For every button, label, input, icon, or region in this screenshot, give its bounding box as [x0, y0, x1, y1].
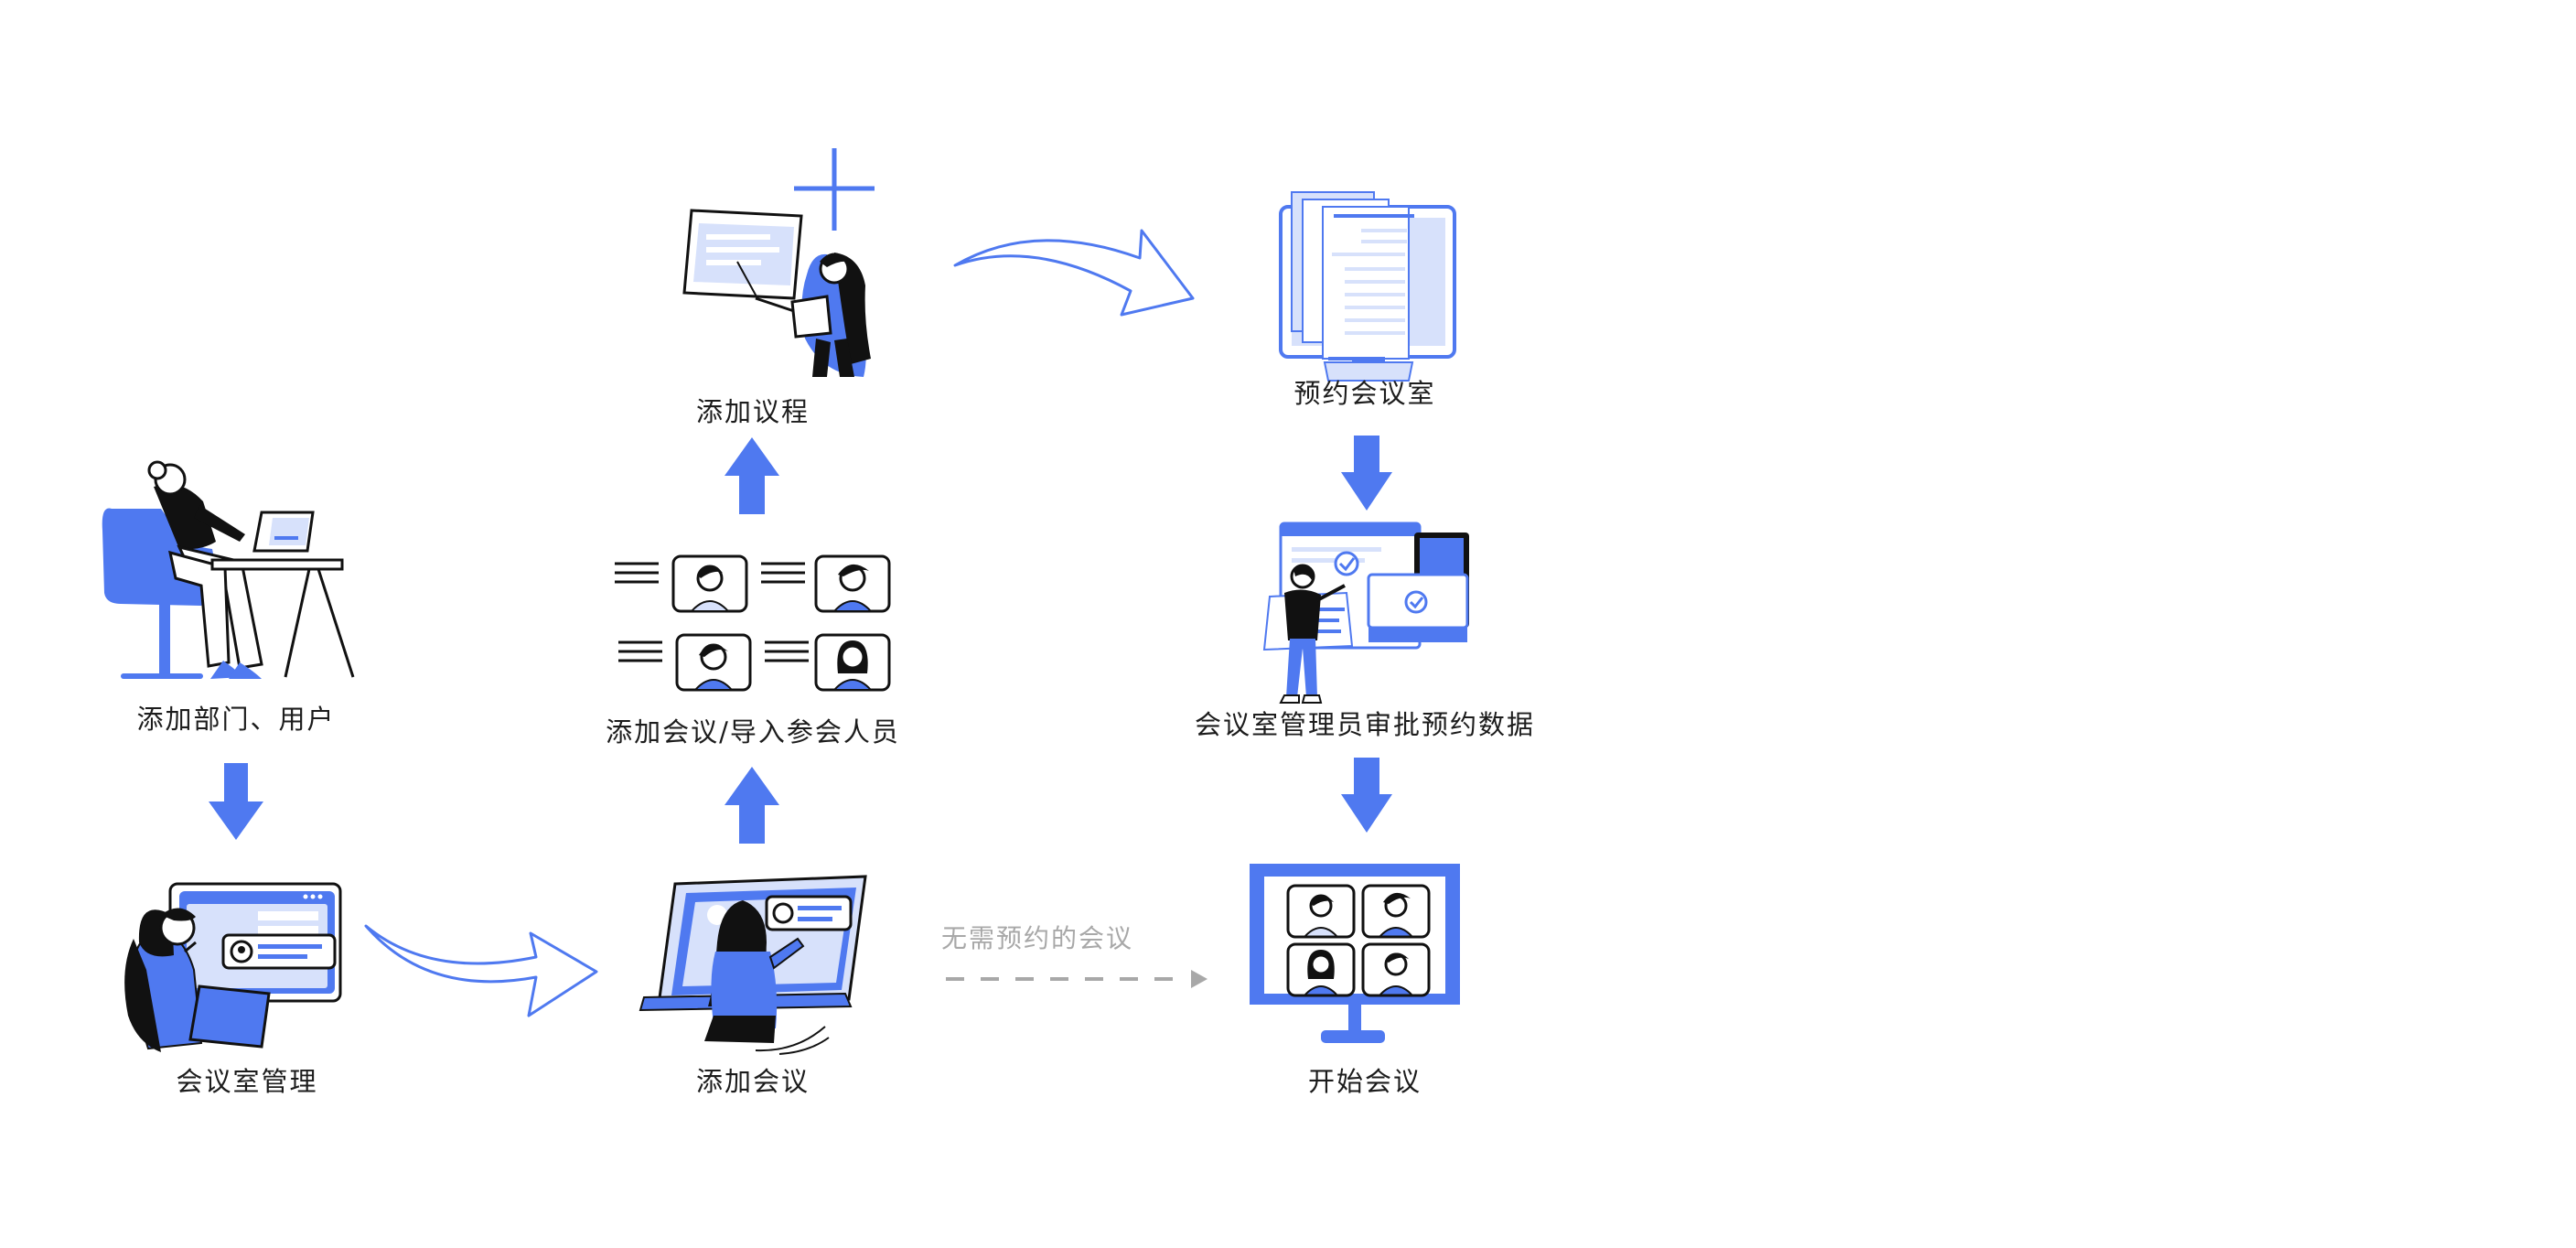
arrow-down-book-to-approve: [1341, 436, 1392, 511]
arrow-down-approve-to-start: [1341, 758, 1392, 833]
video-tile-2: [1363, 886, 1429, 937]
arrow-down-dept-to-room: [209, 763, 263, 840]
avatar-4: [814, 633, 891, 692]
step-label-start-meeting: 开始会议: [1307, 1066, 1422, 1097]
add-agenda-illustration: [682, 148, 875, 377]
room-management-illustration: [124, 882, 342, 1052]
arrow-up-meeting-to-import: [724, 767, 779, 844]
person-at-desk-illustration: [102, 460, 355, 679]
step-label-room-management: 会议室管理: [176, 1066, 318, 1097]
no-booking-note: 无需预约的会议: [940, 923, 1134, 953]
video-tile-4: [1363, 944, 1429, 995]
start-meeting-illustration: [1250, 864, 1460, 1043]
curved-arrow-agenda-to-booking: [953, 229, 1195, 317]
video-tile-3: [1288, 944, 1354, 995]
step-label-book-room: 预约会议室: [1293, 378, 1436, 409]
curved-arrow-room-to-meeting: [364, 924, 598, 1017]
book-room-illustration: [1279, 191, 1456, 382]
attendee-grid-illustration: [615, 554, 891, 692]
video-tile-1: [1288, 886, 1354, 937]
step-label-add-dept-user: 添加部门、用户: [136, 704, 336, 735]
plus-icon: [794, 148, 875, 231]
add-meeting-illustration: [639, 875, 867, 1055]
avatar-1: [671, 554, 748, 613]
step-label-add-meeting: 添加会议: [695, 1066, 810, 1097]
avatar-2: [814, 554, 891, 613]
dashed-arrow-no-booking: [946, 970, 1208, 988]
arrow-up-import-to-agenda: [724, 437, 779, 514]
admin-approve-illustration: [1262, 522, 1469, 704]
step-label-add-meeting-import: 添加会议/导入参会人员: [606, 716, 900, 748]
step-label-admin-approve: 会议室管理员审批预约数据: [1194, 709, 1536, 740]
step-label-add-agenda: 添加议程: [695, 396, 810, 427]
avatar-3: [675, 633, 752, 692]
